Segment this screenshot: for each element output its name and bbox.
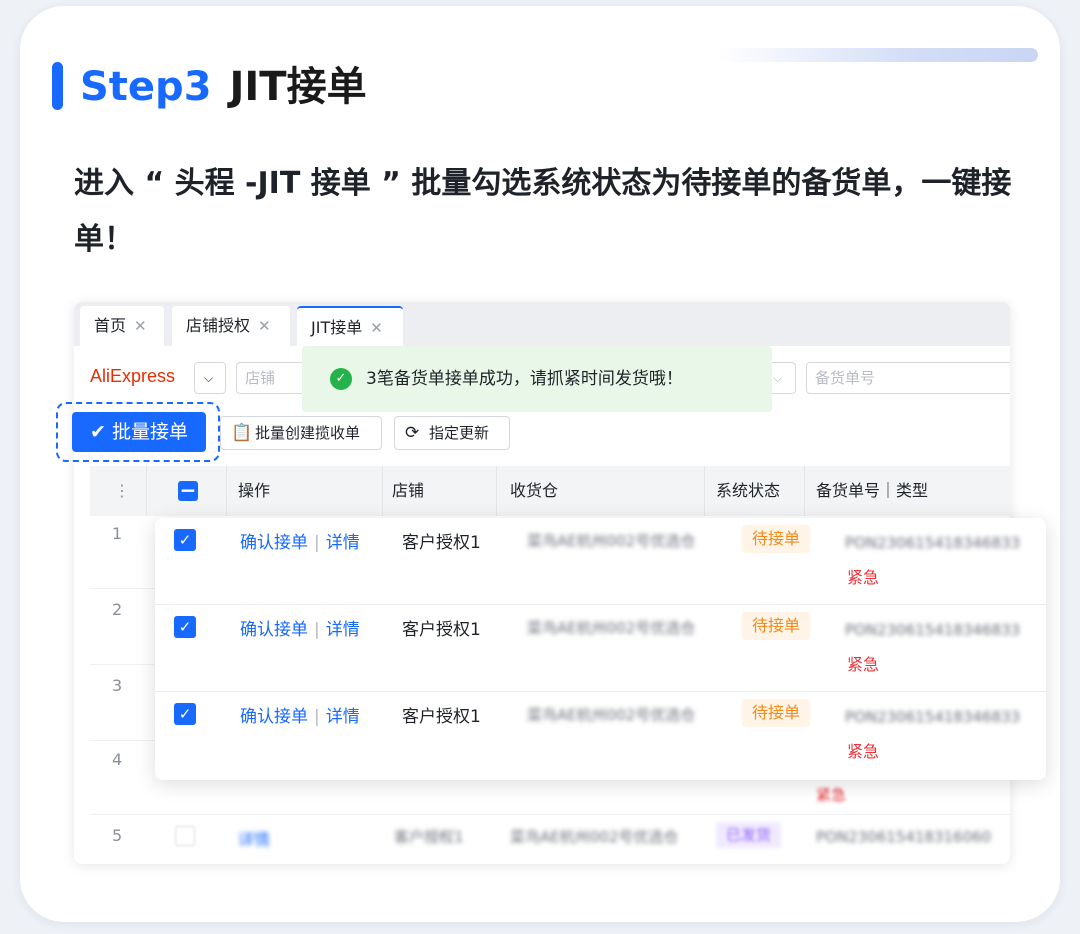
batch-create-label: 批量创建揽收单 xyxy=(255,424,361,442)
row-checkbox[interactable]: ✓ xyxy=(174,703,196,725)
po-placeholder: 备货单号 xyxy=(815,369,876,387)
confirm-accept-link[interactable]: 确认接单 xyxy=(240,533,308,553)
table-row[interactable]: ✓ 确认接单 |详情 客户授权1 菜鸟AE杭州002号优选仓 待接单 PON230… xyxy=(155,518,1046,604)
batch-accept-label: 批量接单 xyxy=(111,421,188,443)
row-checkbox[interactable]: ✓ xyxy=(174,616,196,638)
table-row[interactable]: ✓ 确认接单 |详情 客户授权1 菜鸟AE杭州002号优选仓 待接单 PON230… xyxy=(155,692,1046,778)
row-checkbox[interactable] xyxy=(175,826,195,846)
tab-label: 首页 xyxy=(94,316,127,335)
close-icon[interactable]: ✕ xyxy=(258,317,271,335)
shop-cell: 客户授权1 xyxy=(402,533,481,553)
warehouse-cell: 菜鸟AE杭州002号优选仓 xyxy=(527,706,696,724)
column-divider xyxy=(226,466,227,516)
type-urgent: 紧急 xyxy=(847,742,880,761)
column-divider xyxy=(704,466,705,516)
shop-cell: 客户授权1 xyxy=(394,828,464,846)
step-label: Step3 xyxy=(80,64,212,110)
row-actions: 确认接单 |详情 xyxy=(240,702,360,727)
refresh-button[interactable]: ⟳ 指定更新 xyxy=(394,416,510,450)
close-icon[interactable]: ✕ xyxy=(370,319,383,337)
row4-type: 紧急 xyxy=(816,786,847,804)
step-description: 进入 “ 头程 -JIT 接单 ” 批量勾选系统状态为待接单的备货单，一键接单！ xyxy=(74,166,1012,257)
po-cell: PON230615418346833 xyxy=(845,534,1021,552)
tab-label: 店铺授权 xyxy=(186,316,251,335)
status-badge: 已发货 xyxy=(716,822,782,848)
status-badge: 待接单 xyxy=(742,612,811,640)
success-check-icon: ✓ xyxy=(330,368,352,390)
type-urgent: 紧急 xyxy=(847,568,880,587)
tab-bar: 首页 ✕ 店铺授权 ✕ JIT接单 ✕ xyxy=(74,302,1010,346)
action-divider: | xyxy=(314,707,320,727)
platform-select[interactable]: ⌵ xyxy=(194,362,226,394)
column-header-warehouse: 收货仓 xyxy=(510,481,559,500)
chevron-down-icon: ⌵ xyxy=(773,371,783,385)
type-urgent: 紧急 xyxy=(847,655,880,674)
warehouse-cell: 菜鸟AE杭州002号优选仓 xyxy=(527,532,696,550)
drag-handle-icon[interactable]: ⋮ xyxy=(114,481,130,500)
tab-label: JIT接单 xyxy=(311,318,363,337)
warehouse-cell: 菜鸟AE杭州002号优选仓 xyxy=(527,619,696,637)
selected-rows-panel: ✓ 确认接单|详情 客户授权1 菜鸟AE杭州002号优选仓 待接单 PON230… xyxy=(155,518,1046,780)
focus-highlight xyxy=(56,402,220,462)
detail-link[interactable]: 详情 xyxy=(325,620,360,640)
column-divider xyxy=(496,466,497,516)
table-row[interactable]: ✓ 确认接单 |详情 客户授权1 菜鸟AE杭州002号优选仓 待接单 PON230… xyxy=(155,605,1046,691)
status-badge: 待接单 xyxy=(742,699,811,727)
row-number: 1 xyxy=(112,524,123,543)
refresh-icon: ⟳ xyxy=(405,423,420,443)
detail-link[interactable]: 详情 xyxy=(238,830,271,849)
column-header-status: 系统状态 xyxy=(716,481,781,500)
confirm-accept-link[interactable]: 确认接单 xyxy=(240,620,308,640)
close-icon[interactable]: ✕ xyxy=(134,317,147,335)
column-divider xyxy=(382,466,383,516)
batch-create-pickup-button[interactable]: 📋批量创建揽收单 xyxy=(220,416,382,450)
action-divider: | xyxy=(314,533,320,553)
po-cell: PON230615418346833 xyxy=(845,708,1021,726)
po-cell: PON230615418346833 xyxy=(845,621,1021,639)
shop-cell: 客户授权1 xyxy=(402,620,481,640)
toast-message: 3笔备货单接单成功，请抓紧时间发货哦！ xyxy=(366,369,683,389)
batch-accept-button[interactable]: ✔ 批量接单 xyxy=(72,412,206,452)
decor-glow xyxy=(718,48,1038,62)
row-number: 4 xyxy=(112,750,123,769)
po-cell: PON230615418316060 xyxy=(816,828,992,846)
clipboard-icon: 📋 xyxy=(231,423,253,443)
refresh-label: 指定更新 xyxy=(429,424,490,442)
row-number: 3 xyxy=(112,676,123,695)
page-title: Step3 JIT接单 xyxy=(80,60,367,114)
row-number: 5 xyxy=(112,826,123,845)
detail-link[interactable]: 详情 xyxy=(325,533,360,553)
column-header-shop: 店铺 xyxy=(392,481,425,500)
row-divider xyxy=(155,691,1046,692)
column-divider xyxy=(146,466,147,516)
select-all-checkbox[interactable]: − xyxy=(178,478,198,502)
column-divider xyxy=(804,466,805,516)
warehouse-cell: 菜鸟AE杭州002号优选仓 xyxy=(510,828,679,846)
chevron-down-icon: ⌵ xyxy=(204,371,214,385)
row-actions: 确认接单 |详情 xyxy=(240,528,360,553)
row-actions: 确认接单 |详情 xyxy=(240,615,360,640)
tab-shop-auth[interactable]: 店铺授权 ✕ xyxy=(172,306,290,346)
row-checkbox[interactable]: ✓ xyxy=(174,529,196,551)
shop-placeholder: 店铺 xyxy=(245,369,276,387)
success-toast: ✓ 3笔备货单接单成功，请抓紧时间发货哦！ xyxy=(302,346,772,412)
action-divider: | xyxy=(314,620,320,640)
platform-logo: AliExpress xyxy=(90,366,176,386)
tab-jit[interactable]: JIT接单 ✕ xyxy=(297,306,403,346)
step-title: JIT接单 xyxy=(229,64,367,110)
check-icon: ✔ xyxy=(90,421,106,443)
table-header: ⋮ − 操作 店铺 收货仓 系统状态 备货单号｜类型 xyxy=(90,466,1010,516)
row-number: 2 xyxy=(112,600,123,619)
title-accent-bar xyxy=(52,62,63,110)
column-header-po: 备货单号｜类型 xyxy=(816,481,929,500)
shop-cell: 客户授权1 xyxy=(402,707,481,727)
row-divider xyxy=(155,604,1046,605)
status-badge: 待接单 xyxy=(742,525,811,553)
po-search-input[interactable]: 备货单号 xyxy=(806,362,1010,394)
confirm-accept-link[interactable]: 确认接单 xyxy=(240,707,308,727)
column-header-action: 操作 xyxy=(238,481,271,500)
row-divider xyxy=(90,814,1010,815)
tab-home[interactable]: 首页 ✕ xyxy=(80,306,164,346)
detail-link[interactable]: 详情 xyxy=(325,707,360,727)
